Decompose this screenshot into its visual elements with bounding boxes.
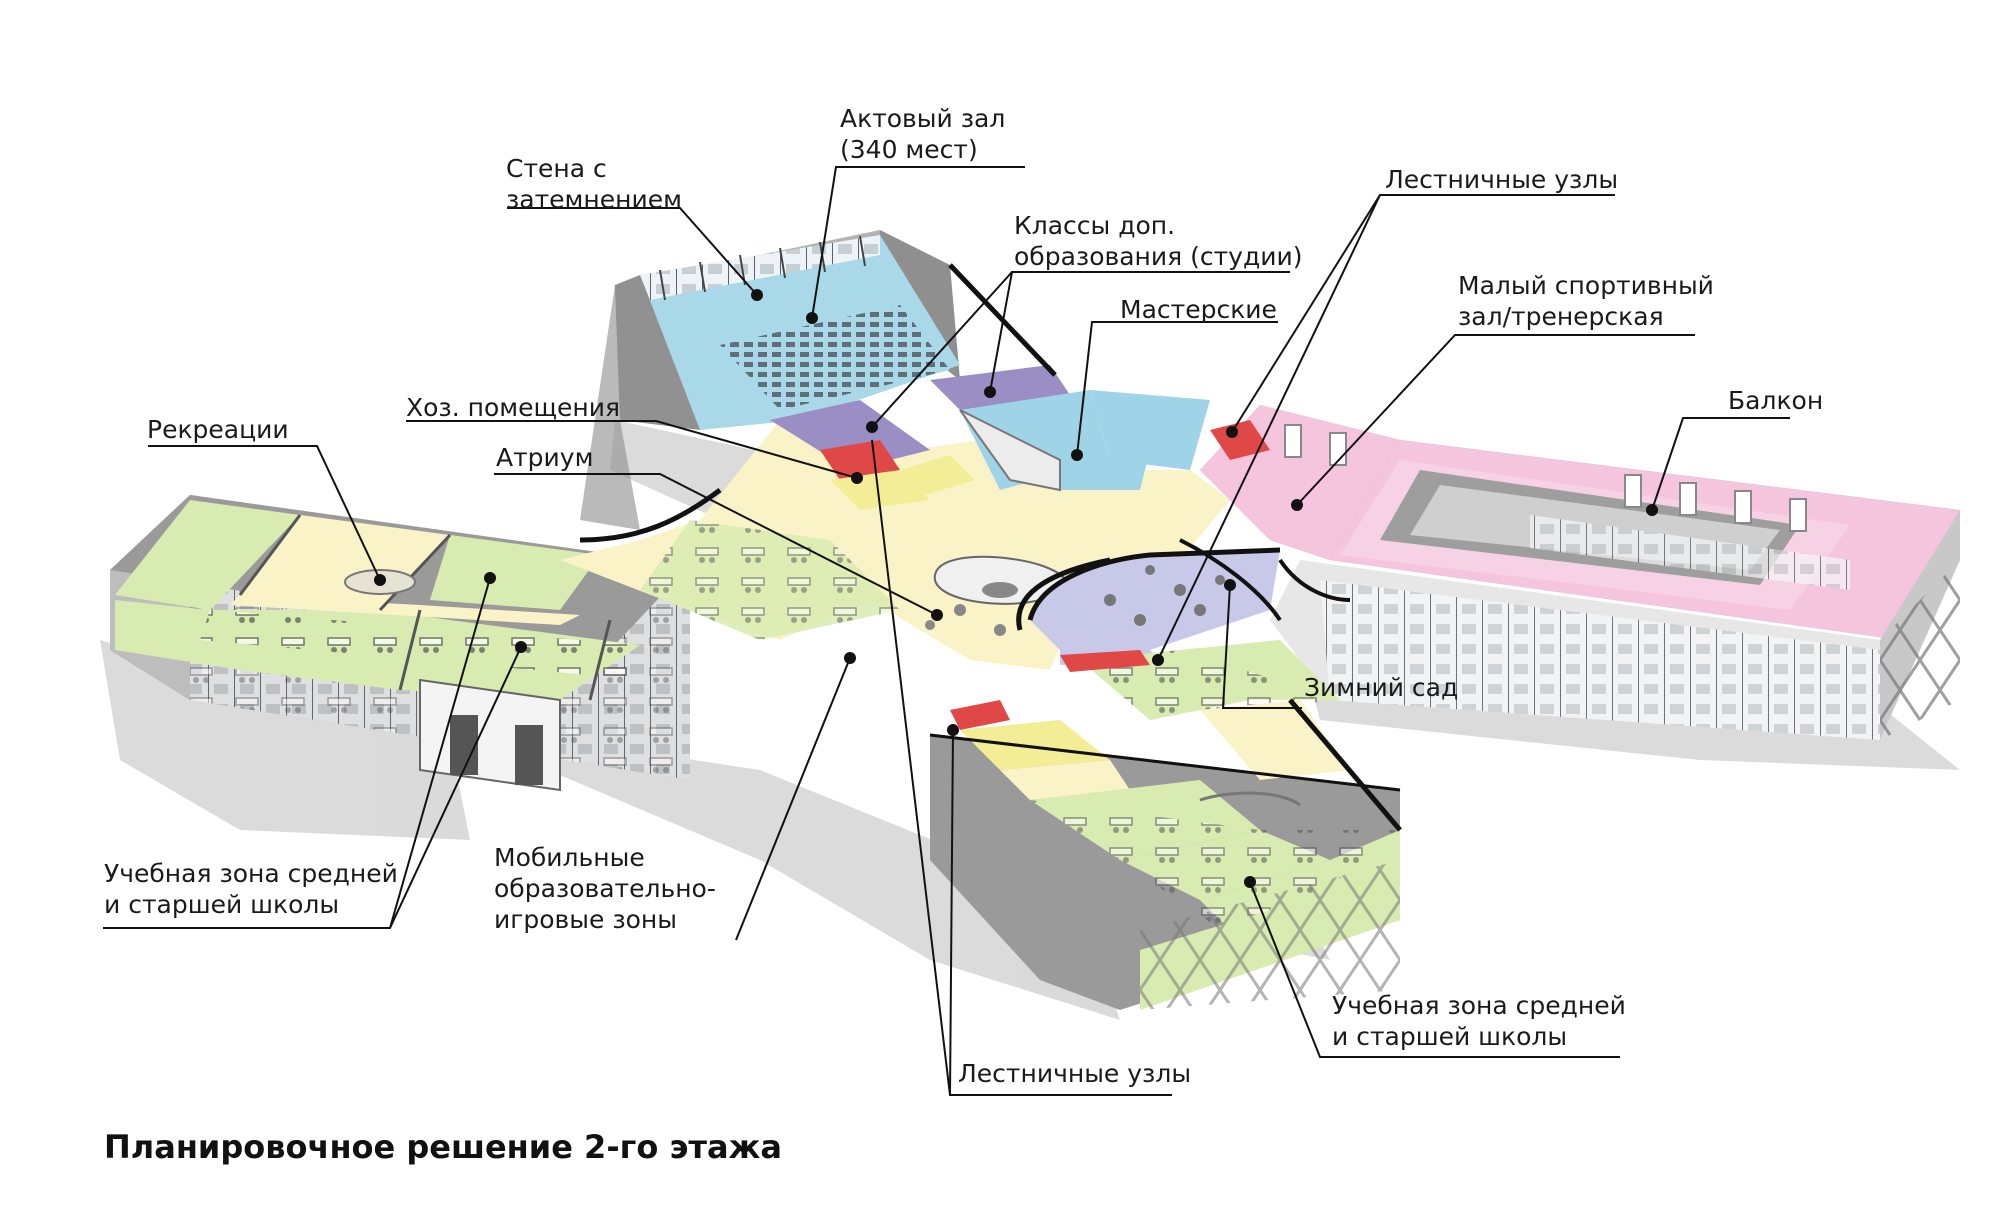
label-line: Балкон [1728, 386, 1824, 415]
label-line: Хоз. помещения [406, 393, 621, 422]
label-hoz: Хоз. помещения [406, 392, 620, 423]
leader-dots [374, 289, 1658, 888]
label-line: Учебная зона средней [1332, 991, 1626, 1020]
leader-lines [103, 166, 1790, 1096]
label-line: Учебная зона средней [104, 859, 398, 888]
atrium-glazing-curve [1016, 557, 1111, 631]
label-line: Рекреации [147, 415, 289, 444]
label-line: Актовый зал [840, 104, 1006, 133]
label-rekreacii: Рекреации [147, 414, 289, 445]
label-line: и старшей школы [104, 890, 340, 919]
label-aktovy-zal: Актовый зал (340 мест) [840, 103, 1005, 165]
label-line: Зимний сад [1304, 673, 1459, 702]
label-line: образовательно- [494, 874, 716, 903]
label-line: и старшей школы [1332, 1022, 1568, 1051]
winter-garden [1027, 538, 1351, 665]
label-uch-zona-left: Учебная зона средней и старшей школы [104, 858, 398, 920]
label-line: игровые зоны [494, 905, 678, 934]
label-line: затемнением [506, 185, 682, 214]
east-wing [1200, 405, 1960, 740]
label-klassy: Классы доп. образования (студии) [1014, 210, 1303, 272]
north-block [580, 230, 1210, 530]
label-line: Лестничные узлы [1385, 165, 1619, 194]
label-line: Атриум [496, 443, 594, 472]
label-stena: Стена с затемнением [506, 153, 682, 215]
south-east-wing [929, 640, 1402, 1010]
label-line: (340 мест) [840, 135, 978, 164]
label-lestnichnye-top: Лестничные узлы [1385, 164, 1618, 195]
page-title: Планировочное решение 2-го этажа [104, 1128, 782, 1166]
label-masterskie: Мастерские [1120, 294, 1277, 325]
label-line: Мобильные [494, 843, 645, 872]
label-lestnichnye-bottom: Лестничные узлы [958, 1058, 1191, 1089]
label-line: Классы доп. [1014, 211, 1176, 240]
label-line: Лестничные узлы [958, 1059, 1192, 1088]
label-line: образования (студии) [1014, 242, 1303, 271]
label-line: Малый спортивный [1458, 271, 1714, 300]
label-line: Стена с [506, 154, 607, 183]
label-balkon: Балкон [1728, 385, 1823, 416]
label-line: зал/тренерская [1458, 302, 1664, 331]
label-zimny-sad: Зимний сад [1304, 672, 1458, 703]
label-mobilnye: Мобильные образовательно- игровые зоны [494, 842, 716, 935]
label-atrium: Атриум [496, 442, 593, 473]
label-uch-zona-right: Учебная зона средней и старшей школы [1332, 990, 1626, 1052]
label-line: Мастерские [1120, 295, 1277, 324]
label-maly-sport: Малый спортивный зал/тренерская [1458, 270, 1714, 332]
